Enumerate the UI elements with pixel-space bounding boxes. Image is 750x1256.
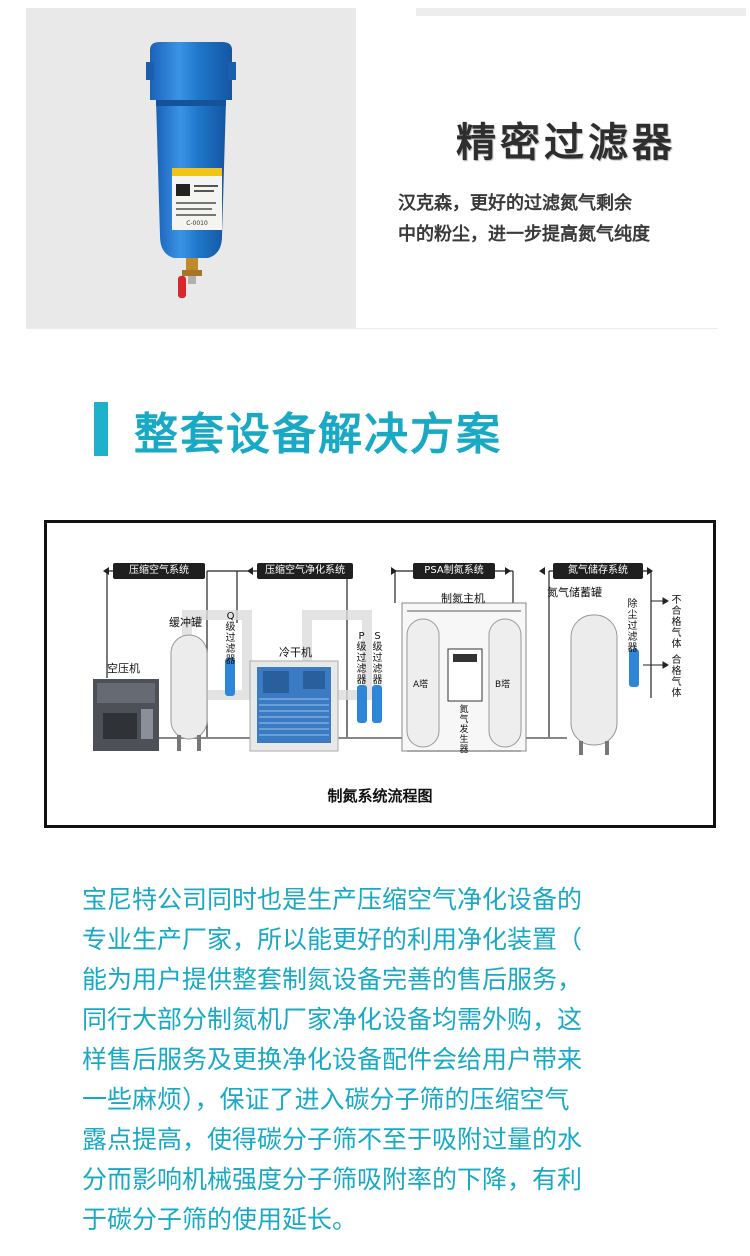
paragraph-line: 专业生产厂家，所以能更好的利用净化装置（: [82, 925, 583, 954]
flow-diagram-graphics: [93, 567, 669, 755]
paragraph-line: 于碳分子筛的使用延长。: [82, 1205, 358, 1234]
label-p-filter: P级过滤器: [356, 631, 367, 686]
paragraph-line: 露点提高，使得碳分子筛不至于吸附过量的水: [82, 1125, 583, 1154]
stage-psa-nitrogen: PSA制氮系统: [413, 563, 495, 579]
paragraph-line: 一些麻烦），保证了进入碳分子筛的压缩空气: [82, 1085, 570, 1114]
label-q-filter: Q级过滤器: [225, 611, 236, 666]
label-buffer-tank: 缓冲罐: [169, 616, 202, 629]
paragraph-line: 样售后服务及更换净化设备配件会给用户带来: [82, 1045, 583, 1074]
stage-nitrogen-storage: 氮气储存系统: [553, 563, 643, 579]
label-tower-a: A塔: [413, 680, 429, 690]
label-dryer: 冷干机: [279, 646, 312, 659]
label-compressor: 空压机: [107, 662, 140, 675]
stage-compressed-air: 压缩空气系统: [113, 563, 205, 579]
product-description: 汉克森，更好的过滤氮气剩余 中的粉尘，进一步提高氮气纯度: [398, 188, 738, 250]
paragraph-line: 能为用户提供整套制氮设备完善的售后服务，: [82, 965, 583, 994]
label-nitrogen-host: 制氮主机: [441, 592, 485, 605]
precision-filter-image: C-0010: [146, 42, 236, 298]
section-title: 整套设备解决方案: [134, 409, 502, 460]
filter-model-label: C-0010: [186, 220, 208, 227]
product-card: C-0010 精密过滤器 汉克森，更好的过滤氮气剩余 中的粉尘，进一步提高氮气纯…: [26, 8, 746, 329]
top-strip: [416, 8, 746, 16]
label-host-center: 氮气发生器: [459, 705, 469, 755]
diagram-caption: 制氮系统流程图: [327, 787, 433, 805]
product-photo: C-0010: [26, 8, 356, 328]
description-line: 汉克森，更好的过滤氮气剩余: [398, 193, 632, 214]
label-dust-filter: 除尘过滤器: [627, 599, 638, 654]
section-accent-bar: [94, 402, 108, 456]
label-storage-tank: 氮气储蓄罐: [547, 586, 602, 599]
label-s-filter: S级过滤器: [372, 631, 383, 686]
paragraph-line: 同行大部分制氮机厂家净化设备均需外购，这: [82, 1005, 583, 1034]
label-tower-b: B塔: [495, 680, 511, 690]
description-line: 中的粉尘，进一步提高氮气纯度: [398, 224, 650, 245]
company-description: 宝尼特公司同时也是生产压缩空气净化设备的 专业生产厂家，所以能更好的利用净化装置…: [82, 880, 692, 1240]
stage-air-purification: 压缩空气净化系统: [257, 563, 353, 579]
paragraph-line: 宝尼特公司同时也是生产压缩空气净化设备的: [82, 885, 583, 914]
label-unqualified-gas: 不合格气体: [671, 595, 682, 650]
paragraph-line: 分而影响机械强度分子筛吸附率的下降，有利: [82, 1165, 583, 1194]
label-qualified-gas: 合格气体: [671, 655, 682, 699]
flow-diagram: 压缩空气系统 压缩空气净化系统 PSA制氮系统 氮气储存系统 空压机 缓冲罐 Q…: [44, 520, 716, 828]
product-title: 精密过滤器: [456, 120, 676, 166]
